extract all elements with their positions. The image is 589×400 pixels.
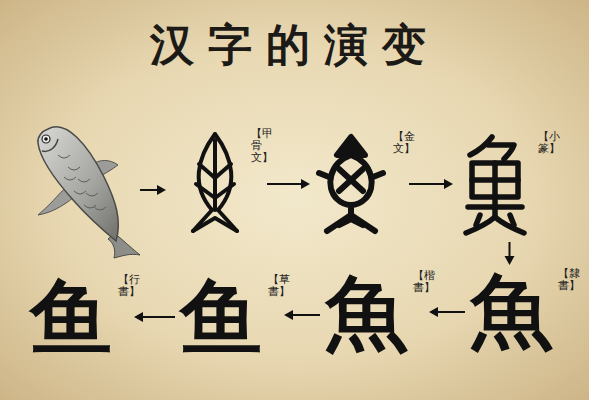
evolution-arrow (134, 312, 175, 322)
fish-eye (42, 135, 50, 143)
script-style-label: 【隸書】 (558, 268, 569, 292)
bronze-glyph (315, 133, 387, 235)
fish-illustration (18, 115, 143, 260)
oracle-bone-glyph (185, 130, 245, 235)
character-glyph: 鱼 (30, 276, 112, 358)
script-style-label: 【金文】 (393, 131, 404, 155)
evolution-stage: 鱼【草書】 (180, 276, 279, 358)
fish-scales (58, 155, 106, 210)
evolution-stage: 【甲骨文】 (185, 130, 262, 235)
evolution-stage: 鱼【行書】 (30, 276, 129, 358)
script-style-label: 【草書】 (268, 274, 279, 298)
title: 汉字的演变 (0, 16, 589, 75)
evolution-arrow (284, 310, 320, 320)
script-style-label: 【行書】 (118, 274, 129, 298)
character-glyph: 魚 (470, 270, 552, 352)
fish-pupil (44, 137, 48, 141)
evolution-stage: 【金文】 (315, 133, 404, 235)
evolution-arrow (429, 307, 465, 317)
seal-glyph (458, 133, 532, 237)
evolution-arrow (505, 242, 515, 265)
arrow (138, 182, 168, 198)
character-glyph: 魚 (325, 272, 407, 354)
evolution-arrow (267, 179, 310, 189)
script-style-label: 【小篆】 (538, 131, 549, 155)
character-glyph: 鱼 (180, 276, 262, 358)
evolution-arrow (409, 179, 453, 189)
evolution-stage: 【小篆】 (458, 133, 549, 237)
script-style-label: 【楷書】 (413, 270, 424, 294)
evolution-stage: 魚【楷書】 (325, 272, 424, 354)
script-style-label: 【甲骨文】 (251, 128, 262, 164)
fish-body (38, 127, 118, 241)
evolution-stage: 魚【隸書】 (470, 270, 569, 352)
